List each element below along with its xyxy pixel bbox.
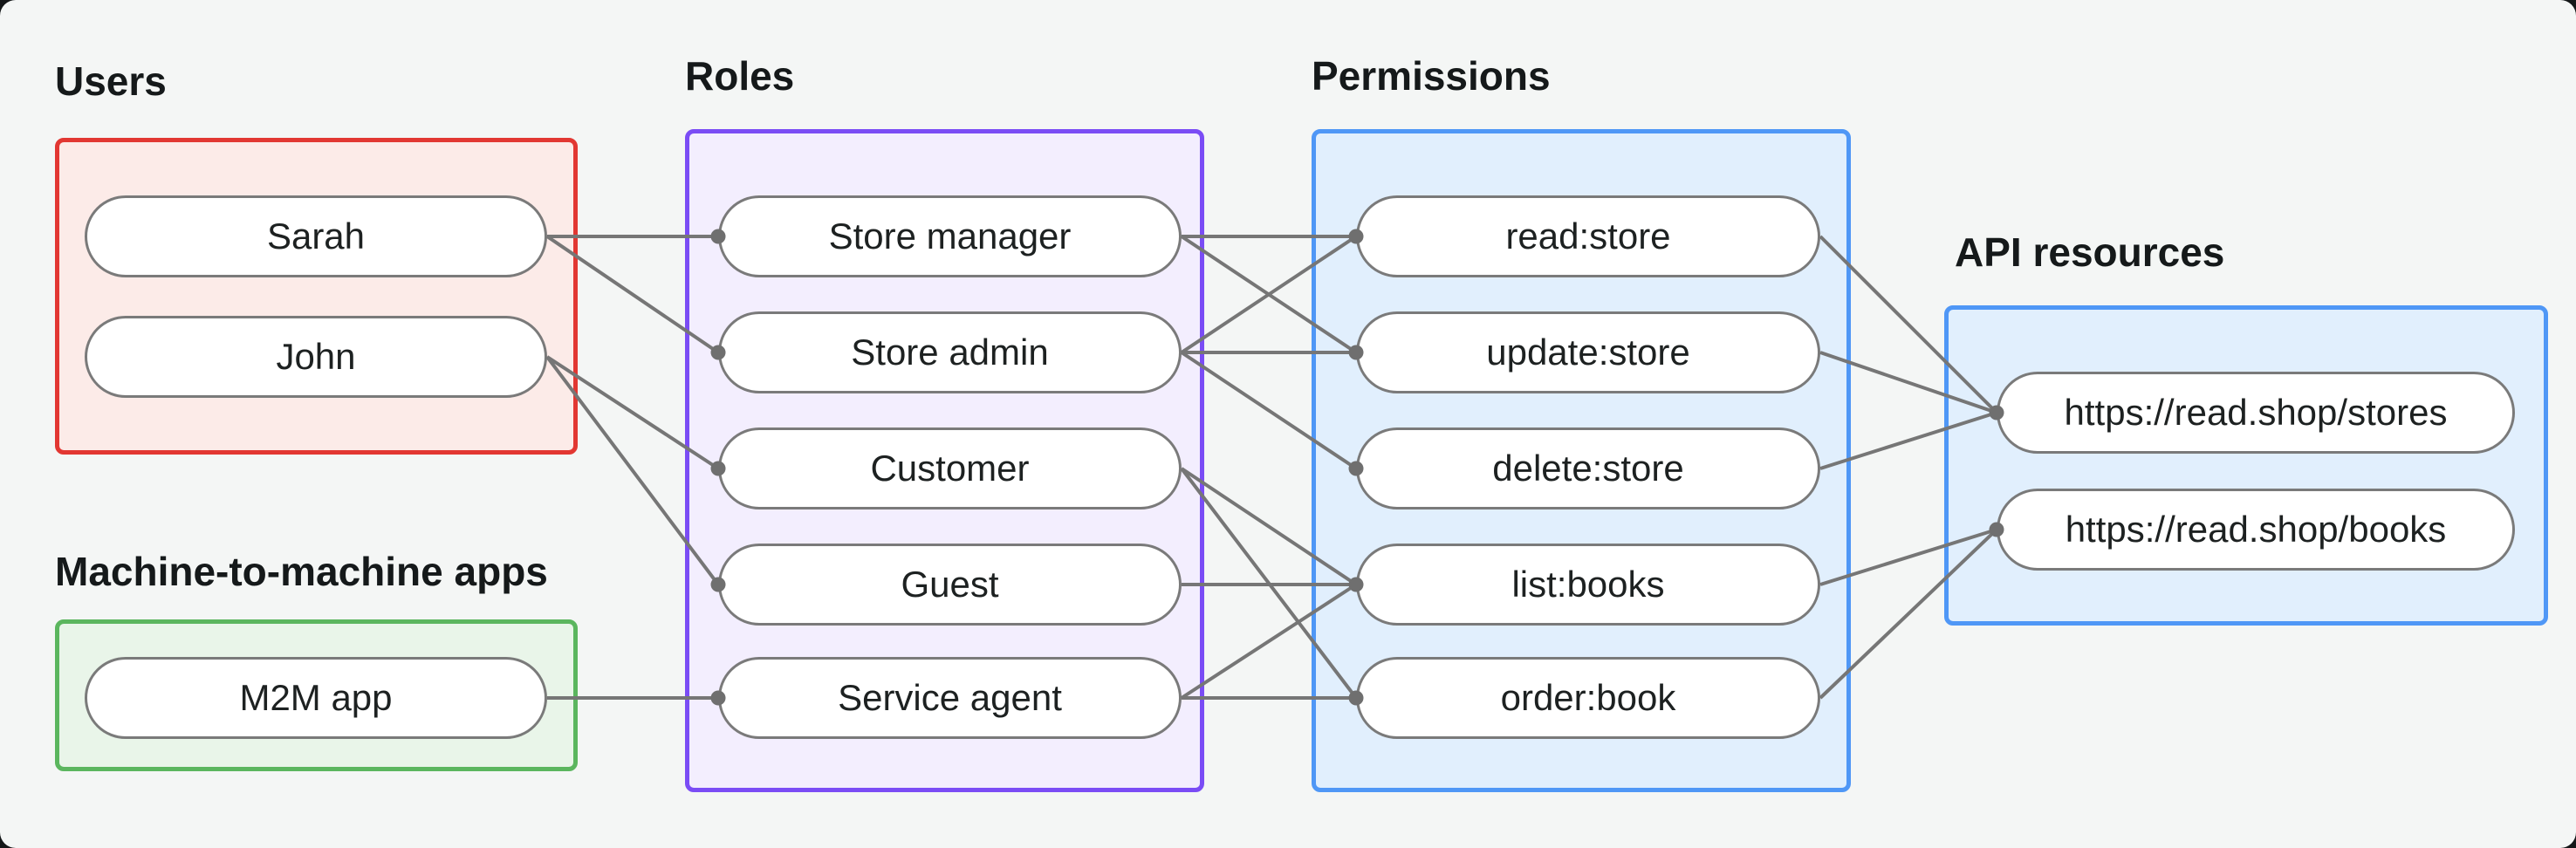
node-https-read-shop-books: https://read.shop/books xyxy=(1997,489,2515,571)
node-customer: Customer xyxy=(718,427,1182,509)
group-label-roles: Roles xyxy=(685,53,795,99)
node-https-read-shop-stores: https://read.shop/stores xyxy=(1997,372,2515,454)
node-store-admin: Store admin xyxy=(718,311,1182,393)
group-box-users xyxy=(55,138,578,455)
node-update-store: update:store xyxy=(1356,311,1820,393)
node-list-books: list:books xyxy=(1356,544,1820,626)
group-label-permissions: Permissions xyxy=(1312,53,1551,99)
node-order-book: order:book xyxy=(1356,657,1820,739)
group-label-m2m: Machine-to-machine apps xyxy=(55,549,548,594)
group-label-users: Users xyxy=(55,58,167,104)
node-delete-store: delete:store xyxy=(1356,427,1820,509)
node-sarah: Sarah xyxy=(85,195,547,277)
group-box-api xyxy=(1944,305,2548,626)
node-john: John xyxy=(85,316,547,398)
node-guest: Guest xyxy=(718,544,1182,626)
node-m2m-app: M2M app xyxy=(85,657,547,739)
node-store-manager: Store manager xyxy=(718,195,1182,277)
node-read-store: read:store xyxy=(1356,195,1820,277)
group-label-api: API resources xyxy=(1955,229,2225,275)
node-service-agent: Service agent xyxy=(718,657,1182,739)
